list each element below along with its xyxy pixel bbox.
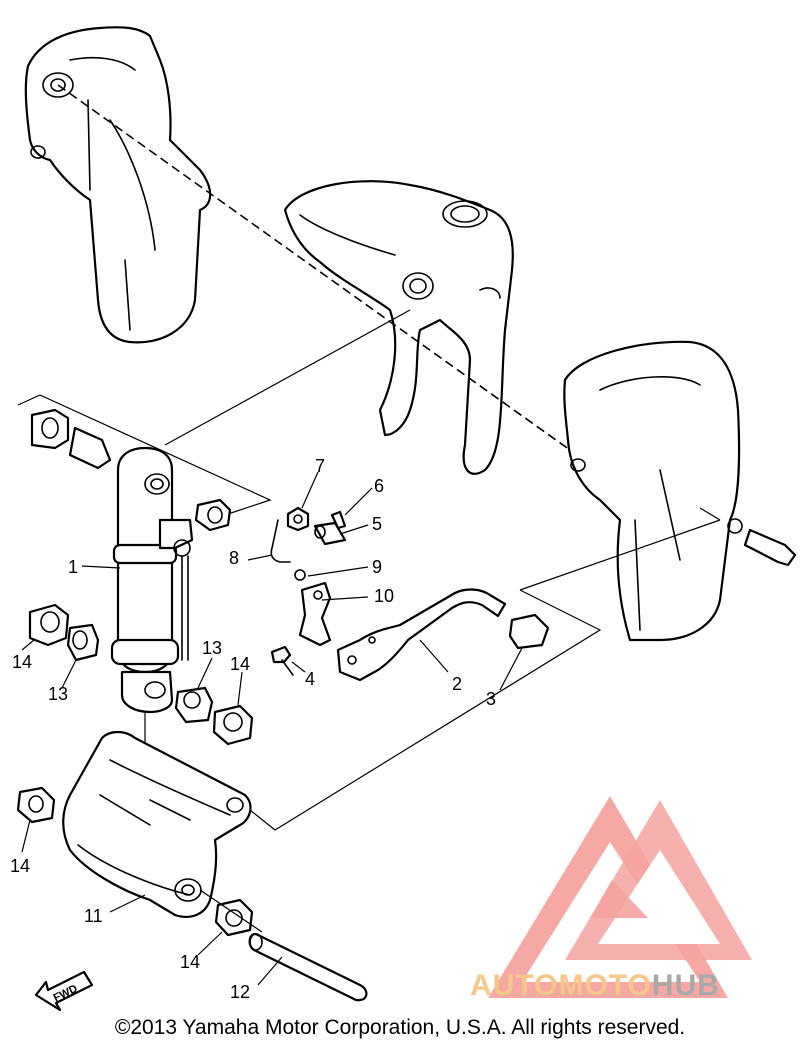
callout-1: 1 bbox=[68, 557, 78, 577]
tilt-cylinder bbox=[110, 446, 194, 835]
reference-lines bbox=[17, 309, 721, 831]
small-hardware bbox=[270, 506, 347, 676]
callout-14d: 14 bbox=[180, 952, 200, 972]
callout-14a: 14 bbox=[230, 654, 250, 674]
callout-14b: 14 bbox=[12, 652, 32, 672]
callout-3: 3 bbox=[486, 689, 496, 709]
tilt-bracket bbox=[16, 730, 263, 937]
svg-text:AUTOMOTOHUB: AUTOMOTOHUB bbox=[470, 969, 720, 1002]
callout-2: 2 bbox=[452, 674, 462, 694]
mount-bolt bbox=[699, 507, 797, 567]
callout-6: 6 bbox=[374, 476, 384, 496]
cylinder-bushings bbox=[28, 408, 254, 746]
callout-8: 8 bbox=[229, 548, 239, 568]
through-shaft-line bbox=[57, 84, 571, 451]
watermark-text-primary: AUTOMOTO bbox=[470, 969, 652, 1002]
callout-5: 5 bbox=[372, 514, 382, 534]
callout-12: 12 bbox=[230, 982, 250, 1002]
fwd-arrow: FWD bbox=[34, 970, 94, 1012]
callout-4: 4 bbox=[305, 669, 315, 689]
right-clamp-bracket bbox=[563, 340, 741, 642]
callout-13b: 13 bbox=[48, 684, 68, 704]
lock-lever bbox=[336, 588, 550, 682]
callout-10: 10 bbox=[374, 586, 394, 606]
leader-lines bbox=[21, 471, 523, 986]
swivel-bracket bbox=[283, 180, 514, 475]
watermark-text-secondary: HUB bbox=[652, 969, 720, 1002]
callout-7: 7 bbox=[315, 456, 325, 476]
copyright-notice: ©2013 Yamaha Motor Corporation, U.S.A. A… bbox=[114, 1016, 686, 1039]
callout-14c: 14 bbox=[10, 856, 30, 876]
callout-9: 9 bbox=[372, 557, 382, 577]
callout-13a: 13 bbox=[202, 638, 222, 658]
callout-11: 11 bbox=[84, 906, 103, 926]
tilt-pin bbox=[248, 932, 368, 1002]
callout-labels: 1 2 3 4 5 6 7 8 9 10 11 12 13 13 14 14 1… bbox=[10, 456, 496, 1002]
left-clamp-bracket bbox=[24, 26, 212, 344]
watermark-logo: AUTOMOTOHUB bbox=[470, 796, 752, 1002]
